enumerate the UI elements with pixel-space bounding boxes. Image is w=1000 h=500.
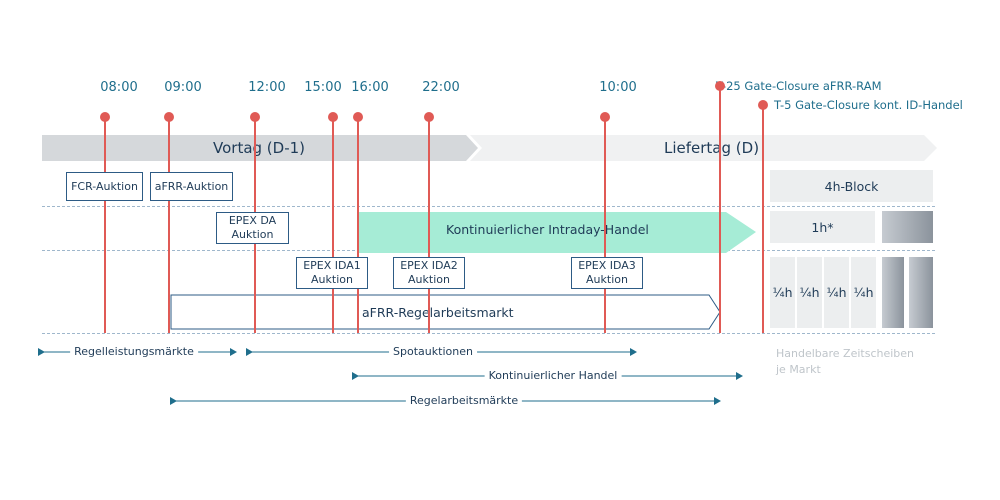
epex-ida1-line1: EPEX IDA1 bbox=[303, 259, 361, 272]
timeline-dot-0900 bbox=[164, 112, 174, 122]
span-regelarbeit-label: Regelarbeitsmärkte bbox=[405, 394, 523, 407]
one-hour-block-label: 1h* bbox=[811, 219, 834, 235]
gate-closure-afrr-label: T-25 Gate-Closure aFRR-RAM bbox=[716, 79, 882, 93]
timeslice-legend-line1: Handelbare Zeitscheiben bbox=[776, 347, 915, 360]
epex-ida3-line2: Auktion bbox=[586, 273, 628, 286]
one-hour-gradient-block bbox=[882, 211, 933, 243]
timeline-1500 bbox=[332, 117, 334, 333]
timeline-dot-t25 bbox=[715, 81, 725, 91]
quarter-hour-label-1: ¼h bbox=[772, 285, 793, 300]
quarter-hour-label-4: ¼h bbox=[853, 285, 874, 300]
time-label-1500: 15:00 bbox=[304, 80, 342, 95]
gate-closure-id-label: T-5 Gate-Closure kont. ID-Handel bbox=[774, 98, 963, 112]
timeline-t5 bbox=[762, 105, 764, 333]
timeline-dot-t5 bbox=[758, 100, 768, 110]
timeline-dot-0800 bbox=[100, 112, 110, 122]
time-label-2200: 22:00 bbox=[422, 80, 460, 95]
row-divider-3 bbox=[42, 333, 935, 334]
timeline-dot-1200 bbox=[250, 112, 260, 122]
timeline-2200 bbox=[428, 117, 430, 333]
quarter-hour-block-4: ¼h bbox=[851, 257, 876, 328]
epex-da-box: EPEX DA Auktion bbox=[216, 212, 289, 244]
timeline-dot-1000 bbox=[600, 112, 610, 122]
span-spot-label: Spotauktionen bbox=[389, 345, 477, 358]
time-label-1600: 16:00 bbox=[351, 80, 389, 95]
vortag-arrow bbox=[42, 135, 478, 161]
timeline-dot-2200 bbox=[424, 112, 434, 122]
four-hour-block: 4h-Block bbox=[770, 170, 933, 202]
fcr-auction-box: FCR-Auktion bbox=[66, 172, 143, 201]
timeline-1000 bbox=[604, 117, 606, 333]
quarter-hour-block-1: ¼h bbox=[770, 257, 795, 328]
quarter-hour-block-3: ¼h bbox=[824, 257, 849, 328]
epex-ida2-box: EPEX IDA2 Auktion bbox=[393, 257, 465, 289]
span-regelleistung-label: Regelleistungsmärkte bbox=[70, 345, 198, 358]
liefertag-label: Liefertag (D) bbox=[664, 139, 760, 157]
quarter-hour-label-3: ¼h bbox=[826, 285, 847, 300]
timeline-1600 bbox=[357, 117, 359, 333]
epex-ida1-line2: Auktion bbox=[311, 273, 353, 286]
row-divider-1 bbox=[42, 206, 935, 207]
time-label-1200: 12:00 bbox=[248, 80, 286, 95]
afrr-auction-label: aFRR-Auktion bbox=[154, 179, 229, 193]
quarter-hour-label-2: ¼h bbox=[799, 285, 820, 300]
time-label-1000: 10:00 bbox=[599, 80, 637, 95]
timeslice-legend: Handelbare Zeitscheiben je Markt bbox=[776, 346, 914, 378]
quarter-gradient-block-2 bbox=[909, 257, 933, 328]
afrr-ram-label: aFRR-Regelarbeitsmarkt bbox=[362, 305, 514, 320]
afrr-auction-box: aFRR-Auktion bbox=[150, 172, 233, 201]
timeline-0800 bbox=[104, 117, 106, 333]
timeline-0900 bbox=[168, 117, 170, 333]
epex-ida3-line1: EPEX IDA3 bbox=[578, 259, 636, 272]
one-hour-block: 1h* bbox=[770, 211, 875, 243]
quarter-hour-block-2: ¼h bbox=[797, 257, 822, 328]
timeline-dot-1600 bbox=[353, 112, 363, 122]
timeslice-legend-line2: je Markt bbox=[776, 363, 821, 376]
quarter-gradient-block-1 bbox=[882, 257, 904, 328]
epex-ida2-line2: Auktion bbox=[408, 273, 450, 286]
epex-ida1-box: EPEX IDA1 Auktion bbox=[296, 257, 368, 289]
time-label-0800: 08:00 bbox=[100, 80, 138, 95]
epex-ida2-line1: EPEX IDA2 bbox=[400, 259, 458, 272]
liefertag-arrow bbox=[470, 135, 937, 161]
intraday-label: Kontinuierlicher Intraday-Handel bbox=[446, 222, 649, 237]
epex-da-line2: Auktion bbox=[231, 228, 274, 241]
fcr-auction-label: FCR-Auktion bbox=[71, 179, 138, 193]
span-kontinuierlich-label: Kontinuierlicher Handel bbox=[484, 369, 622, 382]
epex-da-line1: EPEX DA bbox=[228, 214, 277, 227]
four-hour-block-label: 4h-Block bbox=[824, 178, 879, 194]
epex-ida3-box: EPEX IDA3 Auktion bbox=[571, 257, 643, 289]
time-label-0900: 09:00 bbox=[164, 80, 202, 95]
vortag-label: Vortag (D-1) bbox=[213, 139, 306, 157]
timeline-dot-1500 bbox=[328, 112, 338, 122]
timeline-t25 bbox=[719, 86, 721, 333]
